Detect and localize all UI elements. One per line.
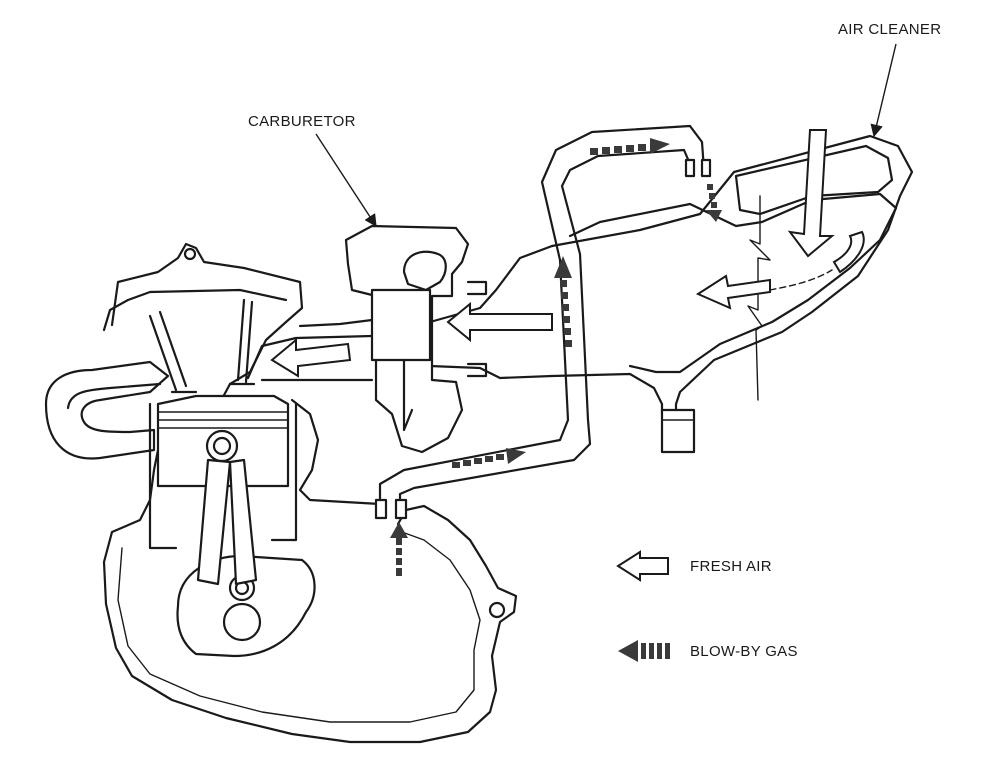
legend: FRESH AIR BLOW-BY GAS — [616, 550, 798, 662]
fresh-air-arrow-head — [270, 337, 352, 378]
carburetor-body — [344, 224, 488, 454]
fresh-air-arrows — [270, 129, 865, 378]
air-cleaner-leader — [870, 43, 897, 138]
legend-fresh-air-icon — [616, 550, 669, 582]
blow-by-arrow-crankcase — [390, 522, 408, 576]
legend-blow-by-label: BLOW-BY GAS — [690, 643, 798, 660]
fresh-air-arrow-cleaner — [695, 274, 771, 310]
blow-by-arrow-riser — [554, 256, 572, 347]
fresh-air-arrow-intake — [446, 301, 553, 343]
legend-blow-by-icon — [618, 640, 670, 662]
cylinder-head — [44, 288, 288, 460]
fresh-air-arrow-curve — [832, 230, 865, 274]
air-cleaner-label: AIR CLEANER — [838, 21, 941, 38]
fresh-air-arrow-inlet — [787, 129, 835, 258]
blow-by-arrow-lower-tube — [452, 448, 526, 468]
blow-by-gas-arrows — [390, 138, 722, 576]
legend-fresh-air-label: FRESH AIR — [690, 558, 772, 575]
blow-by-arrow-top-tube — [590, 138, 670, 155]
carburetor-leader — [315, 133, 377, 228]
carburetor-label: CARBURETOR — [248, 113, 356, 130]
cylinder-and-piston — [148, 298, 298, 586]
breather-tube — [374, 124, 712, 520]
blow-by-arrow-into-cleaner — [706, 184, 722, 222]
